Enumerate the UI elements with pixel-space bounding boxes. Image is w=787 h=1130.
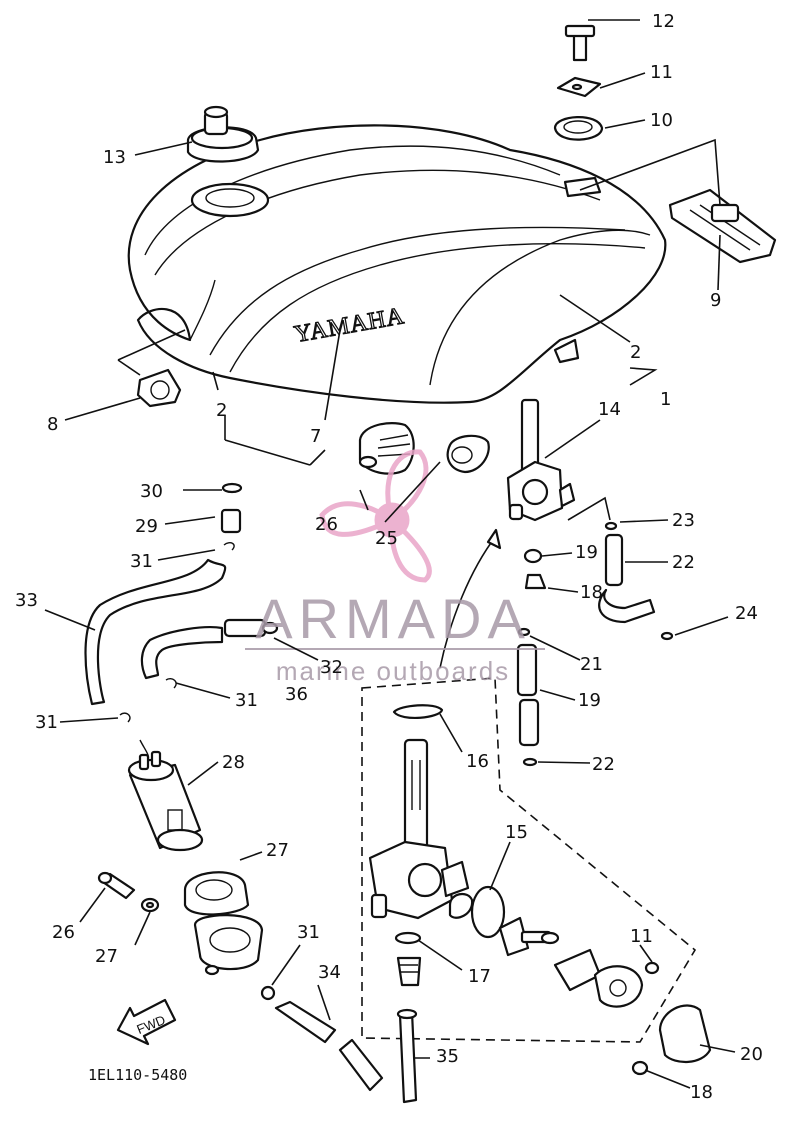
callout-27: 27 [95, 946, 118, 967]
fwd-arrow: FWD [116, 998, 177, 1046]
pump-bracket [97, 871, 264, 976]
callout-33: 33 [15, 590, 38, 611]
left-hose-parts [84, 482, 279, 723]
callout-21: 22 [672, 552, 695, 573]
callout-28: 28 [222, 752, 245, 773]
callout-4: 8 [47, 414, 58, 435]
vacuum-pipe [396, 1008, 418, 1104]
tank-mount-parts [553, 24, 604, 141]
watermark-tagline: marine outboards [276, 656, 510, 686]
grommet [136, 368, 182, 408]
callout-20-a: 21 [580, 654, 603, 675]
callout-7: 11 [650, 62, 673, 83]
fuel-pump [127, 739, 204, 852]
callout-26: 26 [52, 922, 75, 943]
detail-box [361, 677, 697, 1043]
callout-numbers: 12 11 10 13 9 2 1 8 2 7 14 30 29 31 26 2… [15, 11, 763, 1103]
callout-31-d: 31 [297, 922, 320, 943]
fuel-tank: YAMAHA [127, 124, 667, 404]
callout-3: 7 [310, 426, 321, 447]
callout-34: 34 [318, 962, 341, 983]
callout-22-b: 24 [735, 603, 758, 624]
detail-pointer-arrow [439, 535, 497, 669]
fuel-cock-upper [506, 398, 576, 522]
callout-30: 30 [140, 481, 163, 502]
callout-16: 19 [575, 542, 598, 563]
callout-2-left: 2 [216, 400, 227, 421]
watermark: ARMADA marine outboards [245, 449, 545, 686]
callout-29: 29 [135, 516, 158, 537]
callout-18: 18 [690, 1082, 713, 1103]
callout-20-b: 22 [592, 754, 615, 775]
callout-22-a: 23 [672, 510, 695, 531]
leader-lines [44, 19, 736, 1089]
detail-pointer-arrowhead [486, 528, 502, 550]
hose-fittings [516, 521, 674, 767]
callout-15: 18 [580, 582, 603, 603]
callout-32: 32 [320, 657, 343, 678]
fuel-cock-detail [368, 704, 712, 1076]
filler-cap [186, 105, 260, 163]
callout-2-right: 2 [630, 342, 641, 363]
callout-9: 13 [103, 147, 126, 168]
diagram-code: 1EL110-5480 [88, 1066, 187, 1084]
callout-31-a: 31 [130, 551, 153, 572]
callout-24: 26 [315, 514, 338, 535]
callout-10: 14 [598, 399, 621, 420]
callout-14: 17 [468, 966, 491, 987]
callout-35: 35 [436, 1046, 459, 1067]
callout-17: 20 [740, 1044, 763, 1065]
watermark-brand: ARMADA [255, 587, 531, 650]
callout-5: 9 [710, 290, 721, 311]
callout-11: 11 [630, 926, 653, 947]
callout-13: 16 [466, 751, 489, 772]
callout-36: 36 [285, 684, 308, 705]
callout-23: 25 [375, 528, 398, 549]
callout-8: 12 [652, 11, 675, 32]
callout-31-b: 31 [235, 690, 258, 711]
bottom-hoses [260, 985, 384, 1092]
callout-6: 10 [650, 110, 673, 131]
tank-rear-bracket [668, 188, 777, 264]
callout-19: 19 [578, 690, 601, 711]
watermark-divider [245, 648, 545, 650]
callout-31-c: 31 [35, 712, 58, 733]
callout-25: 27 [266, 840, 289, 861]
callout-12: 15 [505, 822, 528, 843]
callout-1: 1 [660, 389, 671, 410]
watermark-propeller-icon [319, 449, 432, 583]
